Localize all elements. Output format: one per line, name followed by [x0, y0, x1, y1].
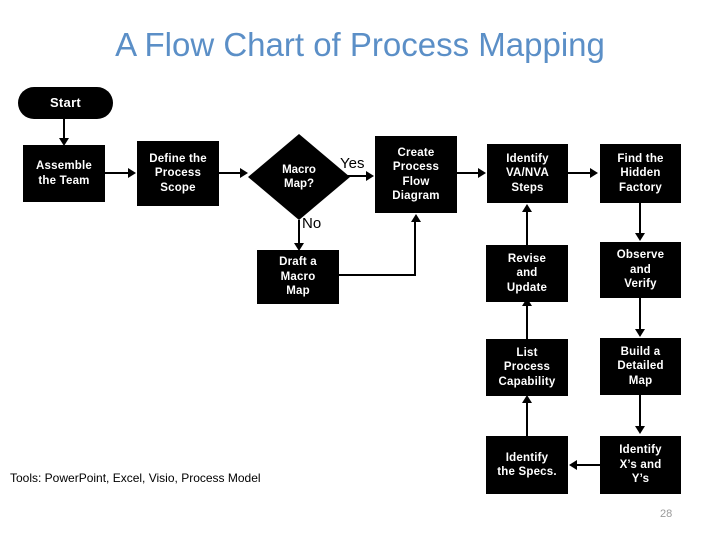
edge-label-yes: Yes	[340, 155, 365, 172]
edge-draft-create-v	[414, 222, 416, 275]
edge-revise-vanva-line	[526, 211, 528, 245]
node-list-process-capability-label: List Process Capability	[498, 346, 556, 388]
edge-specs-listcap-arrow	[522, 395, 532, 403]
edge-yes-line	[345, 175, 367, 177]
node-identify-the-specs-label: Identify the Specs.	[497, 451, 557, 479]
node-identify-xs-and-ys-label: Identify X’s and Y’s	[619, 444, 662, 486]
edge-create-vanva-arrow	[478, 168, 486, 178]
node-macro-map-decision[interactable]: Macro Map?	[248, 134, 350, 220]
node-identify-va-nva-steps[interactable]: Identify VA/NVA Steps	[487, 144, 568, 203]
edge-assemble-define-line	[105, 172, 129, 174]
edge-hidden-observe-arrow	[635, 233, 645, 241]
edge-build-xsys-arrow	[635, 426, 645, 434]
edge-xsys-specs-line	[577, 464, 601, 466]
node-identify-the-specs[interactable]: Identify the Specs.	[486, 436, 568, 494]
edge-hidden-observe-line	[639, 203, 641, 235]
edge-vanva-hidden-arrow	[590, 168, 598, 178]
node-identify-xs-and-ys[interactable]: Identify X’s and Y’s	[600, 436, 681, 494]
node-revise-and-update-label: Revise and Update	[506, 252, 548, 294]
node-assemble-the-team-label: Assemble the Team	[36, 160, 92, 187]
node-define-process-scope[interactable]: Define the Process Scope	[137, 141, 219, 206]
tools-footer-text: Tools: PowerPoint, Excel, Visio, Process…	[10, 471, 261, 485]
edge-build-xsys-line	[639, 395, 641, 428]
node-create-process-flow-diagram[interactable]: Create Process Flow Diagram	[375, 136, 457, 213]
edge-xsys-specs-arrow	[569, 460, 577, 470]
node-draft-macro-map-label: Draft a Macro Map	[279, 256, 317, 298]
page-title: A Flow Chart of Process Mapping	[115, 26, 605, 63]
edge-observe-build-arrow	[635, 329, 645, 337]
node-macro-map-label: Macro Map?	[282, 163, 316, 191]
edge-start-assemble-arrow	[59, 138, 69, 146]
node-build-detailed-map-label: Build a Detailed Map	[617, 345, 664, 387]
node-observe-and-verify[interactable]: Observe and Verify	[600, 242, 681, 298]
node-revise-and-update[interactable]: Revise and Update	[486, 245, 568, 302]
edge-start-assemble-line	[63, 119, 65, 140]
node-identify-va-nva-steps-label: Identify VA/NVA Steps	[506, 152, 549, 194]
node-observe-and-verify-label: Observe and Verify	[616, 249, 665, 291]
edge-revise-vanva-arrow	[522, 204, 532, 212]
edge-draft-create-arrow	[411, 214, 421, 222]
edge-assemble-define-arrow	[128, 168, 136, 178]
node-find-hidden-factory-label: Find the Hidden Factory	[617, 152, 664, 194]
edge-listcap-revise-arrow	[522, 298, 532, 306]
edge-specs-listcap-line	[526, 402, 528, 436]
edge-observe-build-line	[639, 298, 641, 330]
edge-listcap-revise-line	[526, 305, 528, 339]
edge-label-no: No	[302, 215, 322, 232]
node-find-hidden-factory[interactable]: Find the Hidden Factory	[600, 144, 681, 203]
edge-create-vanva-line	[457, 172, 479, 174]
node-list-process-capability[interactable]: List Process Capability	[486, 339, 568, 396]
node-create-process-flow-diagram-label: Create Process Flow Diagram	[392, 146, 440, 203]
edge-vanva-hidden-line	[568, 172, 591, 174]
slide-number: 28	[660, 508, 673, 520]
node-start[interactable]: Start	[18, 87, 113, 119]
edge-yes-arrow	[366, 171, 374, 181]
edge-define-macro-arrow	[240, 168, 248, 178]
node-draft-macro-map[interactable]: Draft a Macro Map	[257, 250, 339, 304]
node-define-process-scope-label: Define the Process Scope	[149, 152, 207, 194]
node-start-label: Start	[49, 94, 82, 110]
edge-define-macro-line	[219, 172, 242, 174]
node-assemble-the-team[interactable]: Assemble the Team	[23, 145, 105, 202]
node-build-detailed-map[interactable]: Build a Detailed Map	[600, 338, 681, 395]
edge-no-line	[298, 220, 300, 245]
edge-draft-create-h	[339, 274, 416, 276]
edge-no-arrow	[294, 243, 304, 251]
